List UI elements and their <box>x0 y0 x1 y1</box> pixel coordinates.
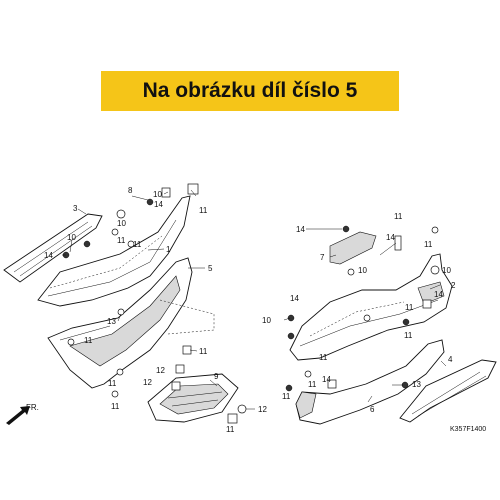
callout-11: 11 <box>117 236 126 245</box>
floor-side-cover-left <box>47 257 215 389</box>
diagram-code: K357F1400 <box>450 426 486 433</box>
callout-14: 14 <box>434 290 443 299</box>
callout-12: 12 <box>156 366 165 375</box>
front-arrow-icon <box>6 406 30 425</box>
callout-1: 1 <box>166 245 171 254</box>
callout-11: 11 <box>199 347 208 356</box>
floor-side-cover-right <box>295 339 445 425</box>
callout-13: 13 <box>107 317 116 326</box>
callout-11: 11 <box>84 336 93 345</box>
callout-14: 14 <box>44 251 53 260</box>
callout-2: 2 <box>451 281 456 290</box>
callout-11: 11 <box>405 303 414 312</box>
callout-12: 12 <box>258 405 267 414</box>
inner-bracket <box>329 231 377 265</box>
callout-6: 6 <box>370 405 375 414</box>
callout-labels: 3 10 14 8 10 14 10 11 11 11 1 5 13 11 11… <box>44 186 456 434</box>
callout-10: 10 <box>67 233 76 242</box>
callout-3: 3 <box>73 204 78 213</box>
callout-4: 4 <box>448 355 453 364</box>
callout-5: 5 <box>208 264 213 273</box>
callout-12: 12 <box>143 378 152 387</box>
callout-7: 7 <box>320 253 325 262</box>
callout-11: 11 <box>404 331 413 340</box>
callout-11: 11 <box>282 392 291 401</box>
callout-11: 11 <box>133 240 142 249</box>
under-cover <box>147 373 239 423</box>
callout-10: 10 <box>262 316 271 325</box>
callout-11: 11 <box>424 240 433 249</box>
title-banner: Na obrázku díl číslo 5 <box>101 71 399 111</box>
callout-8: 8 <box>128 186 133 195</box>
callout-10: 10 <box>117 219 126 228</box>
callout-10: 10 <box>442 266 451 275</box>
callout-11: 11 <box>226 425 235 434</box>
callout-14: 14 <box>296 225 305 234</box>
callout-11: 11 <box>308 380 317 389</box>
callout-14: 14 <box>322 375 331 384</box>
body-cover-upper-left <box>37 195 191 307</box>
callout-11: 11 <box>394 212 403 221</box>
callout-10: 10 <box>358 266 367 275</box>
callout-14: 14 <box>154 200 163 209</box>
callout-11: 11 <box>108 379 117 388</box>
leader-lines <box>62 189 447 410</box>
callout-9: 9 <box>214 372 219 381</box>
direction-label: FR. <box>26 403 39 412</box>
callout-13: 13 <box>412 380 421 389</box>
step-garnish-right <box>399 359 497 423</box>
callout-10: 10 <box>153 190 162 199</box>
callout-11: 11 <box>199 206 208 215</box>
step-garnish-left <box>3 213 103 283</box>
hardware <box>62 183 440 424</box>
banner-text: Na obrázku díl číslo 5 <box>142 79 358 102</box>
callout-11: 11 <box>111 402 120 411</box>
callout-11: 11 <box>319 353 328 362</box>
callout-14: 14 <box>386 233 395 242</box>
callout-14: 14 <box>290 294 299 303</box>
body-cover-upper-right <box>289 253 453 361</box>
